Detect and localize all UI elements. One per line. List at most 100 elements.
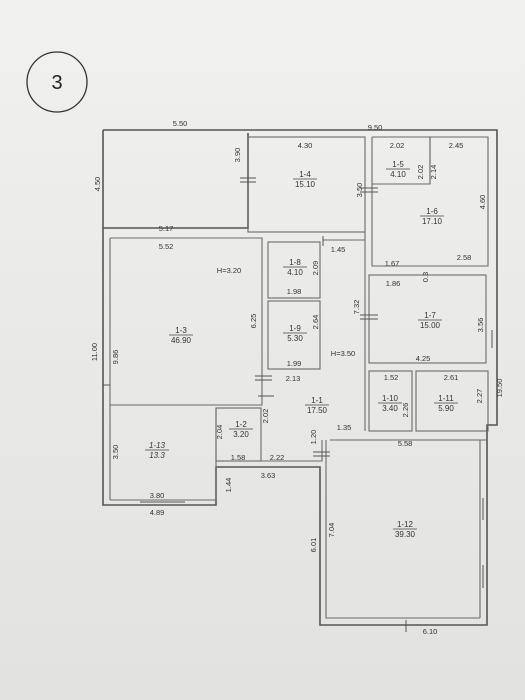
room-area: 39.30 xyxy=(395,530,416,539)
dim-3-50-a: 3.50 xyxy=(355,183,364,198)
room-1-8: 1-84.10 xyxy=(283,258,307,277)
height-room-1-3: H=3.20 xyxy=(217,266,241,275)
dim-1-58: 1.58 xyxy=(231,453,246,462)
dim-9-86: 9.86 xyxy=(111,350,120,365)
room-labels: 1-346.901-415.101-54.101-617.101-715.001… xyxy=(145,160,458,539)
room-number: 1-13 xyxy=(149,441,166,450)
wall-corridor-lower xyxy=(261,440,323,462)
wall-room-1-4 xyxy=(247,136,366,233)
dim-4-60: 4.60 xyxy=(478,195,487,210)
exterior-outline xyxy=(102,129,498,626)
dim-left-overall: 11.00 xyxy=(90,343,99,361)
dim-right-overall: 19.50 xyxy=(495,379,504,398)
dim-1-99: 1.99 xyxy=(287,359,302,368)
dim-6-25: 6.25 xyxy=(249,314,258,329)
room-number: 1-11 xyxy=(438,394,454,403)
exterior-dimensions: 5.50 9.50 4.50 11.00 19.50 4.89 6.10 1.4… xyxy=(90,119,504,636)
room-number: 1-1 xyxy=(311,396,323,405)
dim-2-09: 2.09 xyxy=(311,261,320,276)
height-room-1-1: H=3.50 xyxy=(331,349,355,358)
room-number: 1-4 xyxy=(299,170,311,179)
dim-1-52: 1.52 xyxy=(384,373,399,382)
room-number: 1-2 xyxy=(235,420,247,429)
dim-2-61: 2.61 xyxy=(444,373,459,382)
interior-walls xyxy=(109,136,489,619)
sheet-number-badge: 3 xyxy=(26,51,88,113)
room-number: 1-8 xyxy=(289,258,301,267)
room-number: 1-9 xyxy=(289,324,301,333)
dim-1-67: 1.67 xyxy=(385,259,400,268)
room-number: 1-3 xyxy=(175,326,187,335)
room-area: 4.10 xyxy=(287,268,303,277)
room-1-11: 1-115.90 xyxy=(434,394,458,413)
dim-left-lower-height: 6.01 xyxy=(309,538,318,553)
dim-left-top: 4.50 xyxy=(93,177,102,192)
dim-3-56: 3.56 xyxy=(476,318,485,333)
room-number: 1-10 xyxy=(382,394,399,403)
room-1-6: 1-617.10 xyxy=(420,207,444,226)
room-number: 1-7 xyxy=(424,311,436,320)
wall-room-1-2 xyxy=(215,407,262,462)
dim-5-58: 5.58 xyxy=(398,439,413,448)
dim-bottom-left: 4.89 xyxy=(150,508,165,517)
dim-1-86: 1.86 xyxy=(386,279,401,288)
room-area: 13.3 xyxy=(149,451,165,460)
dim-5-52: 5.52 xyxy=(159,242,174,251)
dim-2-26: 2.26 xyxy=(401,403,410,418)
dim-2-14: 2.14 xyxy=(429,165,438,180)
dim-1-98: 1.98 xyxy=(287,287,302,296)
room-1-5: 1-54.10 xyxy=(386,160,410,179)
dim-2-02-b: 2.02 xyxy=(416,165,425,180)
room-number: 1-5 xyxy=(392,160,404,169)
room-1-10: 1-103.40 xyxy=(378,394,402,413)
interior-dimensions: 5.17 5.52 3.90 4.30 3.50 2.02 2.45 2.02 … xyxy=(111,141,487,537)
wall-room-1-11 xyxy=(415,370,489,432)
room-number: 1-12 xyxy=(397,520,414,529)
room-1-7: 1-715.00 xyxy=(418,311,442,330)
room-1-4: 1-415.10 xyxy=(293,170,317,189)
badge-circle xyxy=(26,51,88,113)
room-area: 3.20 xyxy=(233,430,249,439)
window-marks xyxy=(103,177,493,632)
wall-room-1-6 xyxy=(371,136,489,267)
dim-3-50-b: 3.50 xyxy=(111,445,120,460)
dim-2-02-a: 2.02 xyxy=(390,141,405,150)
room-1-1: 1-117.50 xyxy=(305,396,329,415)
dim-bottom-right: 6.10 xyxy=(423,627,438,636)
dim-1-20: 1.20 xyxy=(309,430,318,445)
dim-7-04: 7.04 xyxy=(327,523,336,538)
room-area: 5.30 xyxy=(287,334,303,343)
dim-4-30: 4.30 xyxy=(298,141,313,150)
dim-2-04: 2.04 xyxy=(215,425,224,440)
dim-2-64: 2.64 xyxy=(311,315,320,330)
room-area: 5.90 xyxy=(438,404,454,413)
room-1-3: 1-346.90 xyxy=(169,326,193,345)
wall-room-1-9 xyxy=(267,300,321,370)
dim-2-22: 2.22 xyxy=(270,453,285,462)
wall-room-1-3 xyxy=(110,237,263,406)
left-block-divider xyxy=(103,133,249,229)
badge-number: 3 xyxy=(51,72,62,94)
wall-room-1-12-left xyxy=(325,440,480,619)
dim-2-27: 2.27 xyxy=(475,389,484,404)
room-area: 3.40 xyxy=(382,404,398,413)
room-area: 17.50 xyxy=(307,406,328,415)
dim-2-02-c: 2.02 xyxy=(261,409,270,424)
room-number: 1-6 xyxy=(426,207,438,216)
dim-2-58: 2.58 xyxy=(457,253,472,262)
dim-4-25: 4.25 xyxy=(416,354,431,363)
dim-top-left: 5.50 xyxy=(173,119,188,128)
room-area: 17.10 xyxy=(422,217,443,226)
wall-room-1-10 xyxy=(368,370,413,432)
room-area: 15.00 xyxy=(420,321,441,330)
dim-5-17: 5.17 xyxy=(159,224,174,233)
dim-0-3: 0.3 xyxy=(421,272,430,282)
wall-room-1-8 xyxy=(267,241,321,299)
dim-7-32: 7.32 xyxy=(352,300,361,315)
dim-step-vertical: 1.44 xyxy=(224,478,233,493)
room-area: 4.10 xyxy=(390,170,406,179)
dim-3-80: 3.80 xyxy=(150,491,165,500)
